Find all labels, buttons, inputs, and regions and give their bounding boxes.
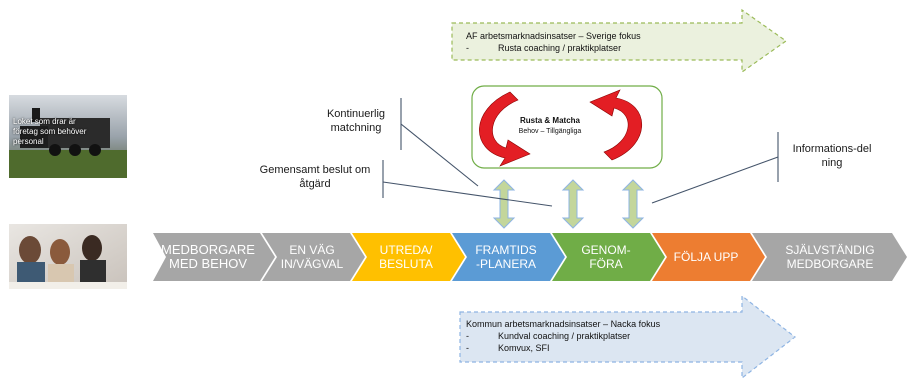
bullet-dash: -: [466, 331, 469, 341]
curved-arrow-left-icon: [479, 91, 531, 167]
chevron-sjalvstandig-text: SJÄLVSTÄNDIG MEDBORGARE: [765, 243, 895, 271]
bullet-dash: -: [466, 343, 469, 353]
center-subtitle: Behov – Tillgängliga: [518, 128, 582, 135]
people-photo: [9, 224, 127, 289]
bottom-arrow-item-2: - Komvux, SFI: [466, 342, 736, 354]
chevron-en-vag-line2: IN/VÄGVAL: [280, 257, 344, 271]
bottom-arrow-item-text-1: Kundval coaching / praktikplatser: [498, 331, 631, 341]
bottom-arrow-item-1: - Kundval coaching / praktikplatser: [466, 330, 736, 342]
top-arrow-item: - Rusta coaching / praktikplatser: [466, 42, 736, 54]
chevron-folja-upp: [652, 233, 765, 281]
process-chevrons: [153, 233, 907, 281]
label-gemensamt: Gemensamt beslut om åtgärd: [259, 164, 371, 190]
chevron-framtids-line1: FRAMTIDS: [475, 243, 537, 257]
top-arrow-shape: [451, 8, 788, 74]
chevron-genomfora: [552, 233, 665, 281]
curved-arrow-right-icon: [589, 89, 642, 161]
bullet-dash: -: [466, 43, 469, 53]
chevron-sjalvstandig: [752, 233, 907, 281]
top-arrow-title: AF arbetsmarknadsinsatser – Sverige foku…: [466, 31, 641, 41]
chevron-utreda-line1: UTREDA/: [379, 243, 433, 257]
chevron-sjalvstandig-line1: SJÄLVSTÄNDIG: [785, 243, 875, 257]
chevron-utreda-text: UTREDA/ BESLUTA: [358, 243, 454, 271]
chevron-medborgare-text: MEDBORGARE MED BEHOV: [153, 243, 263, 271]
train-photo-caption-area: Loket som drar är företag som behöver pe…: [9, 95, 127, 178]
label-informations: Informations-delning: [792, 143, 872, 169]
chevron-utreda: [352, 233, 465, 281]
chevron-sjalvstandig-line2: MEDBORGARE: [786, 257, 874, 271]
chevron-genomfora-line1: GENOM-: [581, 243, 631, 257]
chevron-framtids-line2: -PLANERA: [475, 257, 537, 271]
chevron-en-vag-text: EN VÄG IN/VÄGVAL: [268, 243, 356, 271]
double-arrow-1-icon: [492, 179, 516, 229]
top-arrow-text: AF arbetsmarknadsinsatser – Sverige foku…: [466, 30, 736, 54]
chevron-utreda-line2: BESLUTA: [379, 257, 433, 271]
chevron-en-vag: [262, 233, 365, 281]
chevron-en-vag-line1: EN VÄG: [289, 243, 335, 257]
bottom-arrow-text: Kommun arbetsmarknadsinsatser – Nacka fo…: [466, 318, 736, 354]
chevron-folja-upp-text: FÖLJA UPP: [658, 250, 754, 264]
bottom-arrow-shape: [459, 294, 796, 380]
double-arrow-2-icon: [561, 179, 585, 229]
label-kontinuerlig: Kontinuerlig matchning: [326, 108, 386, 134]
train-photo: [9, 95, 127, 178]
bottom-arrow-title: Kommun arbetsmarknadsinsatser – Nacka fo…: [466, 319, 661, 329]
chevron-medborgare: [153, 233, 275, 281]
chevron-genomfora-line2: FÖRA: [589, 257, 623, 271]
bottom-arrow-item-text-2: Komvux, SFI: [498, 343, 550, 353]
chevron-medborgare-line1: MEDBORGARE: [161, 242, 255, 257]
chevron-folja-upp-line1: FÖLJA UPP: [673, 250, 739, 264]
double-arrow-3-icon: [621, 179, 645, 229]
chevron-genomfora-text: GENOM- FÖRA: [558, 243, 654, 271]
center-title: Rusta & Matcha: [519, 116, 580, 125]
chevron-medborgare-line2: MED BEHOV: [168, 256, 247, 271]
connector-lines: [382, 98, 779, 207]
train-photo-caption: Loket som drar är företag som behöver pe…: [13, 117, 87, 146]
chevron-framtids-text: FRAMTIDS -PLANERA: [458, 243, 554, 271]
top-arrow-item-text: Rusta coaching / praktikplatser: [498, 43, 622, 53]
chevron-framtids: [452, 233, 565, 281]
